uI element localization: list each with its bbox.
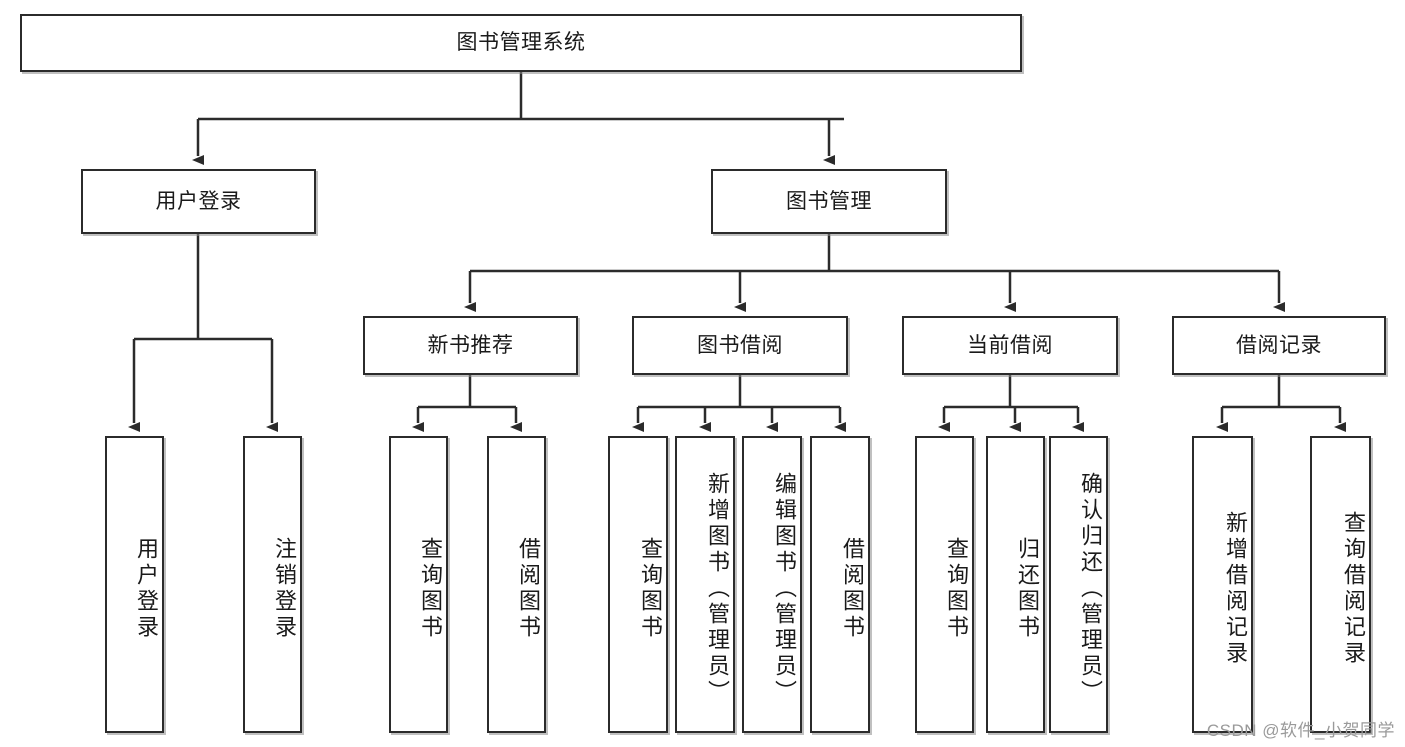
node-new-book-recommend[interactable]: 新书推荐 bbox=[363, 316, 578, 375]
connector-book-mgmt-to-level3 bbox=[464, 234, 1285, 312]
leaf-query-book-borrow-label: 查询图书 bbox=[638, 536, 663, 641]
connector-root-to-level2 bbox=[192, 72, 844, 165]
leaf-query-book-recommend-label: 查询图书 bbox=[418, 536, 443, 641]
leaf-add-book-admin-label: 新增图书（管理员） bbox=[705, 471, 730, 706]
connector-current-borrow-to-leaves bbox=[938, 375, 1084, 432]
leaf-user-logout-label: 注销登录 bbox=[272, 536, 297, 641]
leaf-user-logout[interactable]: 注销登录 bbox=[243, 436, 302, 733]
leaf-query-book-recommend[interactable]: 查询图书 bbox=[389, 436, 448, 733]
node-current-borrow-label: 当前借阅 bbox=[967, 333, 1053, 357]
leaf-return-book-label: 归还图书 bbox=[1015, 536, 1040, 641]
leaf-confirm-return-admin-label: 确认归还（管理员） bbox=[1078, 471, 1103, 706]
node-user-login-label: 用户登录 bbox=[155, 189, 242, 213]
node-new-book-recommend-label: 新书推荐 bbox=[427, 333, 514, 357]
leaf-return-book[interactable]: 归还图书 bbox=[986, 436, 1045, 733]
leaf-add-book-admin[interactable]: 新增图书（管理员） bbox=[675, 436, 735, 733]
leaf-borrow-book-recommend-label: 借阅图书 bbox=[516, 536, 541, 641]
leaf-borrow-book-label: 借阅图书 bbox=[840, 536, 865, 641]
connector-borrow-to-leaves bbox=[632, 375, 846, 432]
node-root[interactable]: 图书管理系统 bbox=[20, 14, 1022, 72]
leaf-query-book-borrow[interactable]: 查询图书 bbox=[608, 436, 668, 733]
leaf-add-borrow-record[interactable]: 新增借阅记录 bbox=[1192, 436, 1253, 733]
node-current-borrow[interactable]: 当前借阅 bbox=[902, 316, 1118, 375]
leaf-query-book-current[interactable]: 查询图书 bbox=[915, 436, 974, 733]
node-borrow-records[interactable]: 借阅记录 bbox=[1172, 316, 1386, 375]
node-book-borrow-label: 图书借阅 bbox=[697, 333, 783, 357]
node-book-management-label: 图书管理 bbox=[786, 189, 872, 213]
leaf-query-borrow-record[interactable]: 查询借阅记录 bbox=[1310, 436, 1371, 733]
leaf-confirm-return-admin[interactable]: 确认归还（管理员） bbox=[1049, 436, 1108, 733]
node-book-management[interactable]: 图书管理 bbox=[711, 169, 947, 234]
leaf-borrow-book-recommend[interactable]: 借阅图书 bbox=[487, 436, 546, 733]
node-book-borrow[interactable]: 图书借阅 bbox=[632, 316, 848, 375]
leaf-user-login-label: 用户登录 bbox=[134, 536, 159, 641]
leaf-user-login[interactable]: 用户登录 bbox=[105, 436, 164, 733]
connector-user-login-to-leaves bbox=[128, 234, 278, 432]
connector-new-book-to-leaves bbox=[412, 375, 522, 432]
node-root-label: 图书管理系统 bbox=[456, 31, 586, 55]
node-borrow-records-label: 借阅记录 bbox=[1236, 333, 1322, 357]
leaf-edit-book-admin-label: 编辑图书（管理员） bbox=[772, 471, 797, 706]
leaf-borrow-book[interactable]: 借阅图书 bbox=[810, 436, 870, 733]
leaf-query-book-current-label: 查询图书 bbox=[944, 536, 969, 641]
node-user-login[interactable]: 用户登录 bbox=[81, 169, 316, 234]
leaf-add-borrow-record-label: 新增借阅记录 bbox=[1223, 510, 1248, 667]
leaf-query-borrow-record-label: 查询借阅记录 bbox=[1341, 510, 1366, 667]
connector-records-to-leaves bbox=[1216, 375, 1346, 432]
leaf-edit-book-admin[interactable]: 编辑图书（管理员） bbox=[742, 436, 802, 733]
